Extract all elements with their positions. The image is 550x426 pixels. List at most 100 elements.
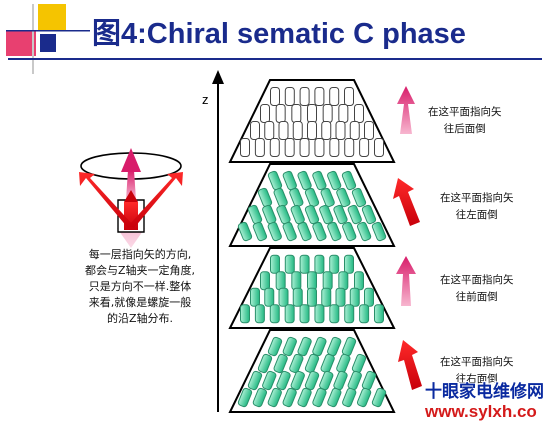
molecule [292, 287, 303, 307]
molecule [237, 221, 253, 242]
molecule [275, 104, 286, 123]
molecule [344, 304, 355, 324]
molecule [291, 104, 302, 123]
molecule [290, 370, 305, 391]
molecule [252, 221, 268, 242]
title-divider [8, 58, 542, 60]
layer-arrow-2 [393, 178, 420, 226]
molecule [299, 304, 310, 324]
molecule [320, 353, 335, 374]
molecule [356, 221, 372, 242]
molecule [269, 138, 280, 157]
molecule [321, 287, 332, 307]
watermark-url: www.sylxh.co [425, 402, 537, 421]
molecule [322, 271, 333, 291]
molecule [278, 121, 289, 140]
molecule [356, 387, 372, 408]
molecule [250, 287, 260, 307]
molecule [284, 138, 295, 157]
molecule [267, 336, 283, 357]
molecule [364, 287, 374, 307]
description-line: 都会与Z轴夹一定角度, [84, 264, 196, 277]
molecule [307, 287, 317, 307]
layer-arrow-3 [396, 256, 416, 306]
layer-note-line: 在这平面指向矢 [440, 356, 514, 368]
description-line: 每一层指向矢的方向, [88, 248, 192, 261]
molecule [312, 221, 327, 242]
molecule [291, 271, 302, 291]
molecule [374, 138, 384, 157]
molecule [314, 138, 325, 157]
molecule [327, 170, 342, 191]
molecule [247, 370, 263, 391]
molecule [354, 104, 364, 123]
molecule [349, 121, 360, 140]
molecule [267, 387, 282, 408]
molecule [270, 87, 280, 106]
layer-arrow-1 [397, 86, 415, 134]
molecule [371, 221, 387, 242]
molecule [338, 271, 349, 291]
molecule [327, 221, 342, 242]
molecule [273, 353, 288, 374]
molecule [312, 387, 327, 408]
molecule [304, 204, 320, 225]
molecule [364, 121, 374, 140]
molecule [341, 170, 357, 191]
molecule [361, 204, 377, 225]
molecule [299, 254, 310, 274]
molecule [329, 138, 340, 157]
molecule [319, 204, 334, 225]
molecule [304, 353, 320, 374]
layer-arrow-4 [398, 340, 422, 390]
molecule [254, 304, 265, 324]
molecule [270, 254, 280, 274]
molecule [284, 304, 295, 324]
z-axis-label: z [202, 92, 209, 107]
molecule [289, 187, 304, 208]
molecule [257, 353, 273, 374]
molecule [264, 121, 275, 140]
molecule [297, 221, 312, 242]
molecule [240, 304, 250, 324]
molecule [262, 370, 277, 391]
molecule [336, 187, 351, 208]
molecule [312, 336, 327, 357]
molecule [292, 121, 303, 140]
description-text: 每一层指向矢的方向, 都会与Z轴夹一定角度, 只是方向不一样.整体 来看,就像是… [60, 247, 220, 327]
molecule [329, 304, 340, 324]
molecule [304, 187, 320, 208]
molecule [335, 287, 346, 307]
molecule [374, 304, 384, 324]
layer-note-3: 在这平面指向矢 往前面倒 [440, 272, 514, 306]
molecule [329, 254, 340, 274]
molecule [240, 138, 250, 157]
molecule [344, 87, 354, 106]
molecule [338, 104, 349, 123]
description-line: 只是方向不一样.整体 [88, 280, 192, 293]
layer-note-1: 在这平面指向矢 往后面倒 [428, 104, 502, 138]
layer-note-line: 在这平面指向矢 [440, 192, 514, 204]
molecule [314, 304, 325, 324]
molecule [237, 387, 253, 408]
molecule [282, 387, 297, 408]
layer-note-line: 在这平面指向矢 [428, 106, 502, 118]
molecule [359, 138, 370, 157]
description-line: 的沿Z轴分布. [106, 312, 174, 325]
molecule [297, 387, 312, 408]
layer-note-line: 往左面倒 [455, 209, 498, 221]
molecule [297, 170, 312, 191]
molecule [307, 271, 317, 291]
molecule [297, 336, 312, 357]
precession-cone [79, 148, 183, 248]
molecule [314, 87, 325, 106]
molecule [252, 387, 268, 408]
molecule [284, 254, 295, 274]
molecule [304, 370, 320, 391]
molecule [371, 387, 387, 408]
molecule [267, 221, 282, 242]
molecule [250, 121, 260, 140]
title-decoration [6, 4, 90, 74]
molecule [347, 204, 362, 225]
